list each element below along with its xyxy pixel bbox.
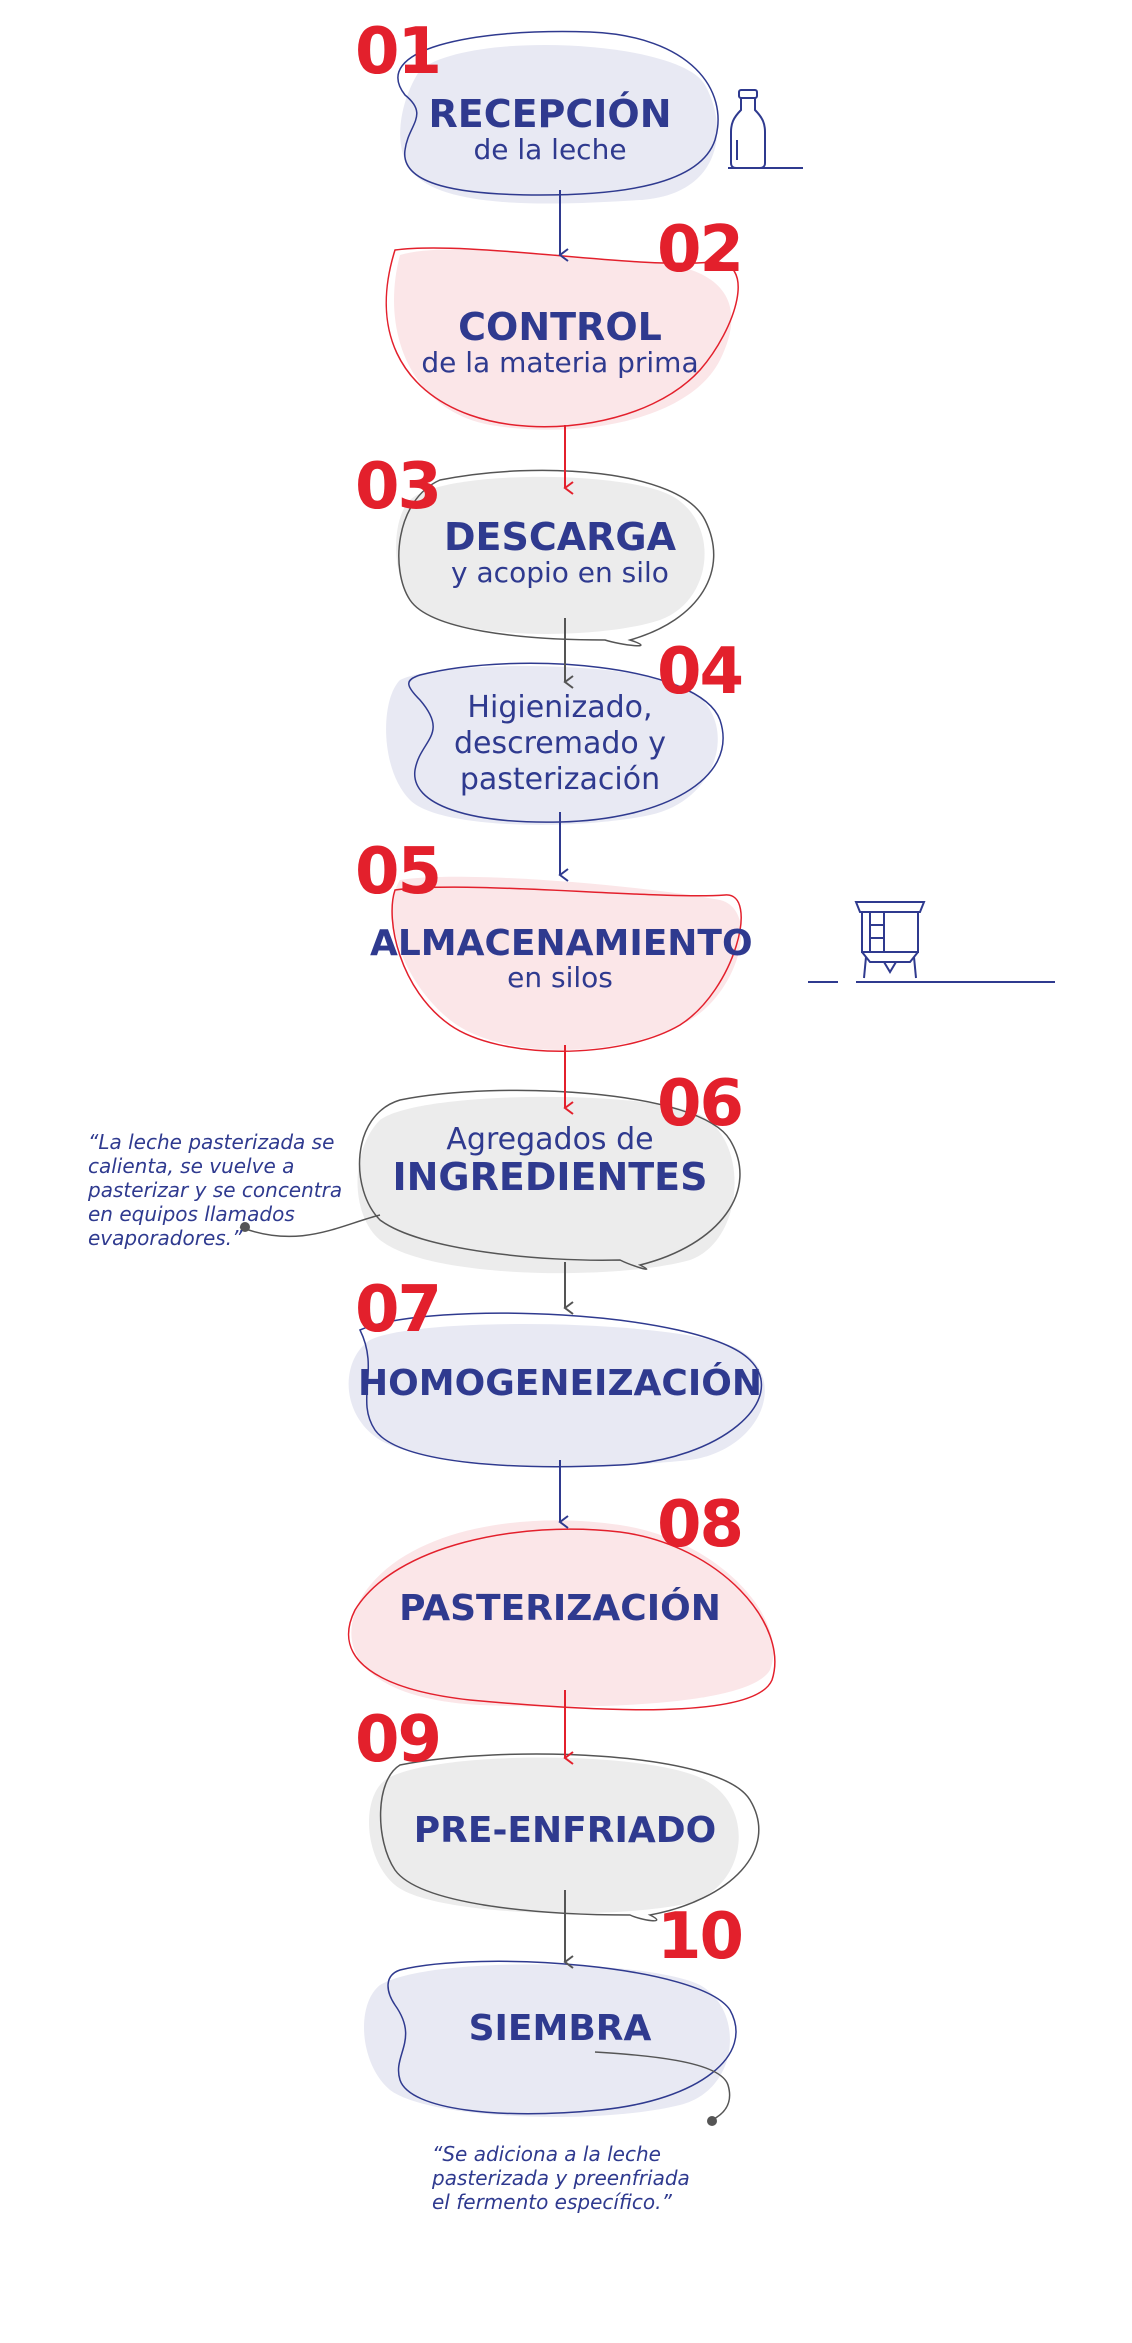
- step-03-title: DESCARGA: [443, 515, 677, 559]
- note-ingredients-line: evaporadores.”: [88, 1226, 243, 1250]
- step-number-10: 10: [657, 1900, 744, 1974]
- note-ingredients-line: “La leche pasterizada se: [88, 1130, 335, 1154]
- note-ingredients-line: pasterizar y se concentra: [88, 1178, 343, 1202]
- flow-arrows: [558, 190, 574, 1969]
- step-02-title: CONTROL: [458, 305, 662, 349]
- step-06-blob: [357, 1089, 741, 1274]
- note-siembra-line: pasterizada y preenfriada: [432, 2166, 690, 2190]
- step-01-title: RECEPCIÓN: [428, 92, 672, 136]
- note-siembra-line: “Se adiciona a la leche: [432, 2142, 661, 2166]
- note-connector-ingredients: [239, 1214, 381, 1238]
- step-number-04: 04: [657, 635, 744, 709]
- step-number-05: 05: [355, 835, 442, 909]
- step-10-blob: [363, 1960, 737, 2117]
- note-siembra-line: el fermento específico.”: [432, 2190, 672, 2214]
- step-03-subtitle: y acopio en silo: [451, 555, 669, 589]
- step-number-07: 07: [355, 1273, 442, 1347]
- step-number-02: 02: [657, 213, 744, 287]
- step-09-label: PRE-ENFRIADO: [400, 1812, 730, 1850]
- step-08-blob: [347, 1520, 776, 1711]
- step-01-label: RECEPCIÓN de la leche: [400, 92, 700, 166]
- step-06-title: INGREDIENTES: [392, 1155, 708, 1199]
- step-number-06: 06: [657, 1067, 744, 1141]
- step-05-label: ALMACENAMIENTO en silos: [370, 923, 753, 994]
- step-number-03: 03: [355, 450, 442, 524]
- step-07-title: HOMOGENEIZACIÓN: [358, 1363, 762, 1404]
- step-02-label: CONTROL de la materia prima: [380, 305, 740, 379]
- note-ingredients-line: calienta, se vuelve a: [88, 1154, 295, 1178]
- step-number-01: 01: [355, 15, 442, 89]
- step-02-blob: [385, 247, 739, 430]
- step-08-label: PASTERIZACIÓN: [390, 1590, 730, 1628]
- step-08-title: PASTERIZACIÓN: [399, 1588, 721, 1629]
- step-04-line2: descremado y: [453, 726, 667, 761]
- step-03-label: DESCARGA y acopio en silo: [410, 515, 710, 589]
- step-09-blob: [368, 1753, 760, 1922]
- step-04-line3: pasterización: [459, 762, 661, 797]
- step-03-blob: [396, 469, 715, 647]
- milk-bottle-icon: [728, 89, 803, 169]
- step-09-title: PRE-ENFRIADO: [413, 1810, 717, 1851]
- step-01-subtitle: de la leche: [473, 132, 627, 166]
- step-04-label: Higienizado, descremado y pasterización: [420, 690, 700, 798]
- step-05-subtitle: en silos: [507, 960, 613, 994]
- step-07-label: HOMOGENEIZACIÓN: [355, 1365, 765, 1403]
- step-05-title: ALMACENAMIENTO: [370, 923, 753, 964]
- note-ingredients: “La leche pasterizada se calienta, se vu…: [88, 1130, 358, 1250]
- note-connector-siembra: [594, 2051, 731, 2126]
- step-number-08: 08: [657, 1488, 744, 1562]
- step-05-blob: [391, 876, 742, 1052]
- note-siembra: “Se adiciona a la leche pasterizada y pr…: [432, 2142, 732, 2214]
- step-number-09: 09: [355, 1703, 442, 1777]
- step-10-label: SIEMBRA: [430, 2010, 690, 2048]
- note-ingredients-line: en equipos llamados: [88, 1202, 295, 1226]
- step-06-pre: Agregados de: [446, 1122, 654, 1157]
- silo-tank-icon: [808, 901, 1055, 983]
- step-02-subtitle: de la materia prima: [421, 345, 699, 379]
- step-06-label: Agregados de INGREDIENTES: [390, 1122, 710, 1198]
- step-10-title: SIEMBRA: [468, 2008, 652, 2049]
- step-04-line1: Higienizado,: [467, 690, 653, 725]
- step-01-blob: [397, 30, 719, 204]
- step-07-blob: [348, 1312, 765, 1468]
